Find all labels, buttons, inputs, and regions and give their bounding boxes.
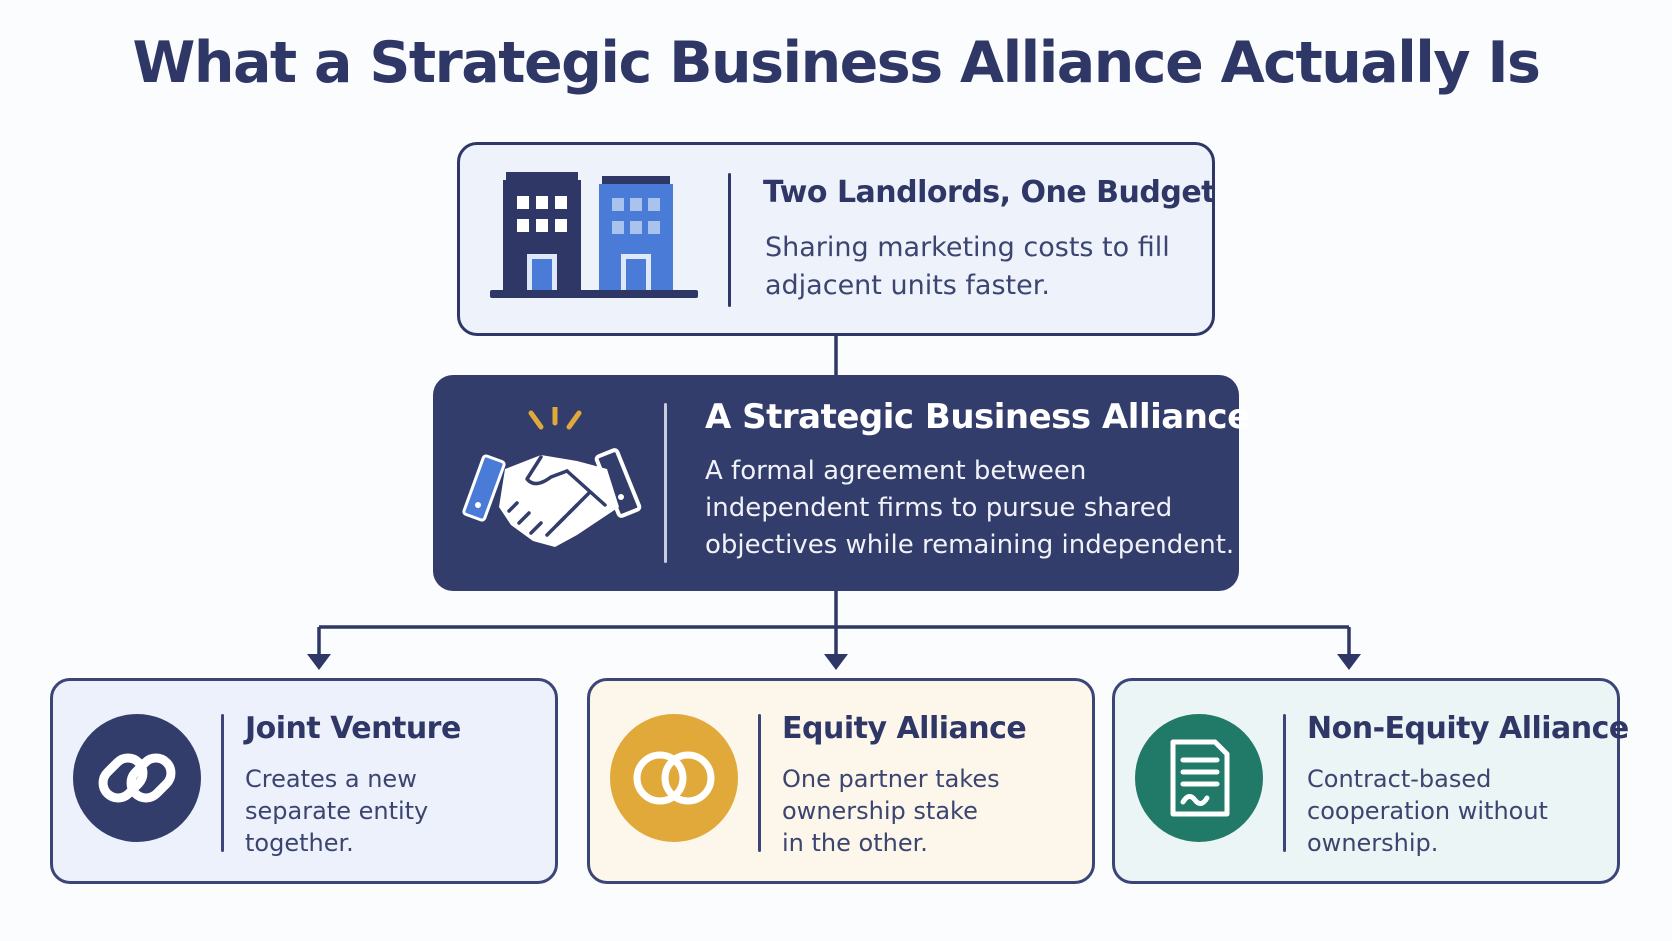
- joint-venture-heading: Joint Venture: [245, 711, 461, 746]
- non-equity-alliance-description-line: cooperation without: [1307, 797, 1548, 825]
- definition-box-strategic-alliance: A Strategic Business Alliance A formal a…: [433, 375, 1250, 591]
- non-equity-alliance-description-line: ownership.: [1307, 829, 1439, 857]
- contract-document-icon: [1135, 714, 1263, 842]
- center-box-heading: A Strategic Business Alliance: [705, 397, 1250, 437]
- equity-alliance-description-line: in the other.: [782, 829, 928, 857]
- equity-alliance-description-line: One partner takes: [782, 765, 1000, 793]
- center-box-description-line: independent firms to pursue shared: [705, 493, 1173, 523]
- equity-alliance-description-line: ownership stake: [782, 797, 978, 825]
- center-box-description-line: objectives while remaining independent.: [705, 530, 1235, 560]
- joint-venture-description-line: together.: [245, 829, 354, 857]
- arrowhead-right: [1337, 654, 1361, 670]
- top-box-description: Sharing marketing costs to fill adjacent…: [765, 229, 1170, 305]
- joint-venture-description-line: separate entity: [245, 797, 429, 825]
- top-box-heading: Two Landlords, One Budget: [763, 175, 1216, 210]
- equity-alliance-divider: [758, 714, 761, 852]
- non-equity-alliance-description: Contract-based cooperation without owner…: [1307, 763, 1548, 859]
- non-equity-alliance-divider: [1283, 714, 1286, 852]
- type-box-non-equity-alliance: Non-Equity Alliance Contract-based coope…: [1112, 678, 1629, 884]
- center-box-description-line: A formal agreement between: [705, 456, 1087, 486]
- example-box-two-landlords: Two Landlords, One Budget Sharing market…: [457, 142, 1216, 336]
- buildings-icon: [490, 172, 698, 298]
- center-box-description: A formal agreement between independent f…: [705, 453, 1234, 564]
- top-box-divider: [728, 173, 731, 307]
- equity-alliance-heading: Equity Alliance: [782, 711, 1027, 746]
- handshake-icon: [462, 407, 642, 547]
- arrowhead-center: [824, 654, 848, 670]
- type-box-joint-venture: Joint Venture Creates a new separate ent…: [50, 678, 558, 884]
- non-equity-alliance-description-line: Contract-based: [1307, 765, 1492, 793]
- page-title: What a Strategic Business Alliance Actua…: [132, 30, 1541, 96]
- center-box-divider: [664, 403, 667, 563]
- joint-venture-description: Creates a new separate entity together.: [245, 763, 428, 859]
- top-box-description-line: adjacent units faster.: [765, 270, 1050, 301]
- top-box-description-line: Sharing marketing costs to fill: [765, 232, 1170, 263]
- arrowhead-left: [307, 654, 331, 670]
- chain-link-icon: [73, 714, 201, 842]
- interlocking-rings-icon: [610, 714, 738, 842]
- joint-venture-description-line: Creates a new: [245, 765, 417, 793]
- type-box-equity-alliance: Equity Alliance One partner takes owners…: [587, 678, 1095, 884]
- equity-alliance-description: One partner takes ownership stake in the…: [782, 763, 1000, 859]
- joint-venture-divider: [221, 714, 224, 852]
- non-equity-alliance-heading: Non-Equity Alliance: [1307, 711, 1629, 746]
